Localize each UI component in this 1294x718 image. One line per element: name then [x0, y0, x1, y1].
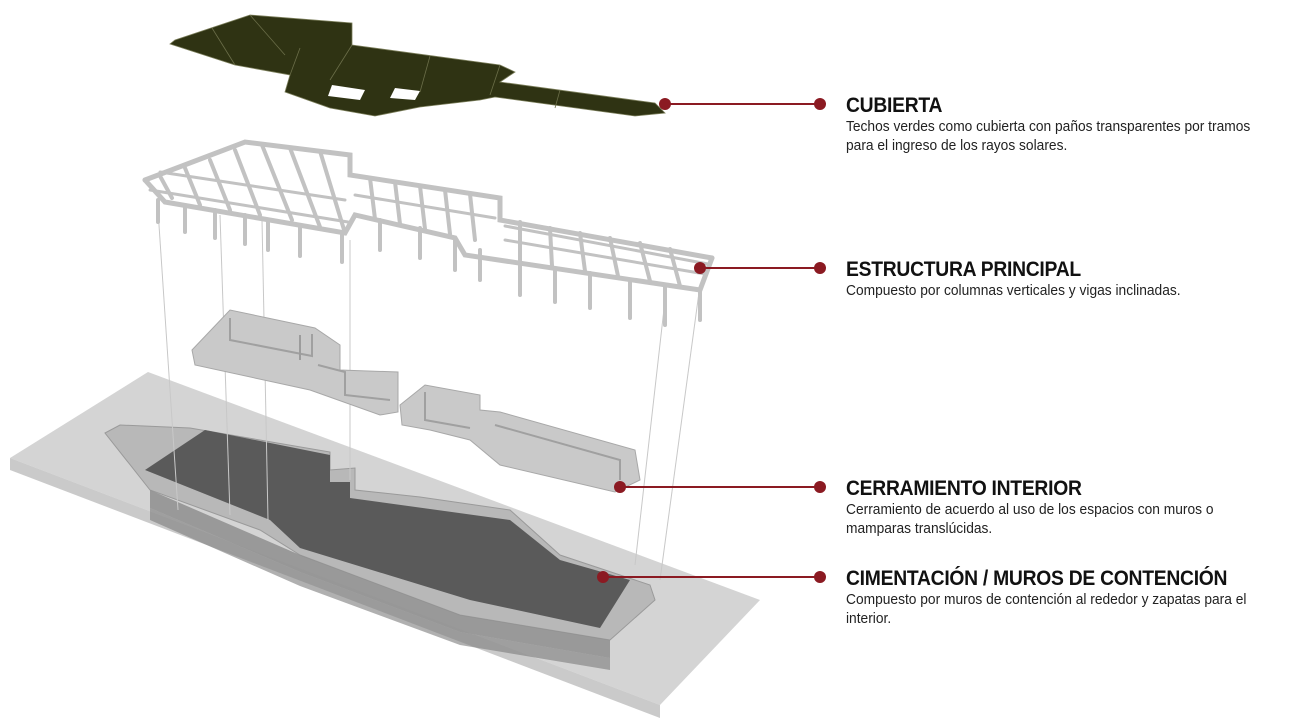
roof-layer: [169, 14, 666, 117]
leader-dot-cerramiento-start: [614, 481, 626, 493]
legend-title-cimentacion: CIMENTACIÓN / MUROS DE CONTENCIÓN: [846, 567, 1228, 590]
legend-desc-estructura: Compuesto por columnas verticales y viga…: [846, 283, 1181, 299]
legend-title-cerramiento: CERRAMIENTO INTERIOR: [846, 477, 1082, 500]
roof-skylight-1: [328, 85, 365, 100]
interior-walls-right: [399, 384, 641, 493]
leader-dot-cimentacion-end: [814, 571, 826, 583]
foundation-wall-band: [150, 490, 610, 658]
leader-dot-cubierta-end: [814, 98, 826, 110]
legend-title-cubierta: CUBIERTA: [846, 94, 943, 117]
structure-layer: [142, 139, 715, 327]
foundation-layer: [10, 372, 760, 718]
legend-desc-cerramiento: Cerramiento de acuerdo al uso de los esp…: [846, 502, 1214, 537]
leader-dot-estructura-start: [694, 262, 706, 274]
interior-walls-layer: [191, 309, 641, 493]
foundation-wall-band-lower: [150, 508, 610, 670]
alignment-lines: [157, 209, 701, 581]
legend-cerramiento: CERRAMIENTO INTERIOR Cerramiento de acue…: [846, 477, 1291, 539]
interior-walls-left: [191, 309, 399, 416]
roof-skylight-2: [390, 88, 420, 100]
roof-green-panels: [169, 14, 666, 117]
legend-cimentacion: CIMENTACIÓN / MUROS DE CONTENCIÓN Compue…: [846, 567, 1291, 629]
legend-cubierta: CUBIERTA Techos verdes como cubierta con…: [846, 94, 1291, 156]
legend-desc-cimentacion: Compuesto por muros de contención al red…: [846, 592, 1247, 627]
legend-title-estructura: ESTRUCTURA PRINCIPAL: [846, 258, 1081, 281]
leader-dot-cimentacion-start: [597, 571, 609, 583]
leader-dot-cubierta-start: [659, 98, 671, 110]
legend-desc-cubierta: Techos verdes como cubierta con paños tr…: [846, 119, 1251, 154]
foundation-floor: [145, 430, 630, 628]
legend-estructura: ESTRUCTURA PRINCIPAL Compuesto por colum…: [846, 258, 1291, 301]
leader-dot-cerramiento-end: [814, 481, 826, 493]
leader-dot-estructura-end: [814, 262, 826, 274]
leader-lines: [597, 98, 826, 583]
